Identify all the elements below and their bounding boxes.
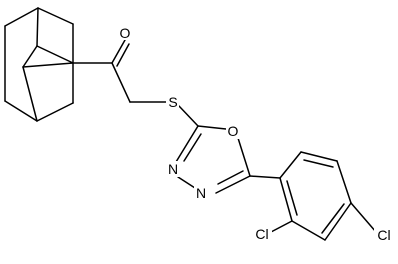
chlorine-para-text: Cl [377, 227, 390, 243]
bond [22, 62, 74, 68]
nitrogen-3-text: N [168, 161, 178, 177]
bond [324, 202, 352, 241]
sulfur-label: S [166, 93, 179, 110]
bond [291, 220, 326, 241]
bond [36, 45, 74, 64]
nitrogen-3-label: N [166, 161, 180, 177]
ring-oxygen-label: O [226, 123, 240, 139]
bond [4, 100, 38, 122]
bond [37, 7, 74, 25]
oxygen-ring-text: O [228, 123, 239, 139]
bond [350, 202, 377, 233]
bond [183, 133, 202, 162]
chlorine-para-label: Cl [374, 227, 394, 243]
bond [321, 203, 345, 234]
oxadiazole-ring [175, 125, 251, 194]
ketone-oxygen-label: O [118, 25, 132, 41]
bond [237, 137, 251, 177]
bond [175, 125, 199, 163]
bond [217, 170, 244, 185]
adamantyl-group [4, 7, 74, 122]
bond [249, 175, 281, 179]
bond [36, 102, 74, 122]
bond [286, 180, 298, 216]
bond [22, 66, 38, 122]
chlorine-ortho-label: Cl [252, 226, 272, 242]
bond [111, 39, 126, 64]
bond [36, 7, 39, 47]
bond [4, 7, 39, 27]
bond [116, 43, 130, 67]
bond [303, 159, 334, 168]
bond [270, 220, 293, 233]
bond [300, 151, 338, 162]
oxygen-ketone-text: O [120, 25, 131, 41]
bond [178, 105, 199, 127]
bond [336, 160, 352, 204]
sulfur-text: S [168, 94, 177, 110]
nitrogen-4-text: N [196, 185, 206, 201]
chlorine-ortho-text: Cl [255, 226, 268, 242]
bond [215, 175, 251, 194]
bond [111, 62, 131, 103]
nitrogen-4-label: N [194, 185, 208, 201]
bond [22, 45, 38, 68]
bond [279, 151, 302, 179]
bond [197, 125, 227, 130]
dichlorophenyl-ring [279, 151, 352, 241]
bond [279, 177, 293, 222]
bond [177, 176, 196, 189]
